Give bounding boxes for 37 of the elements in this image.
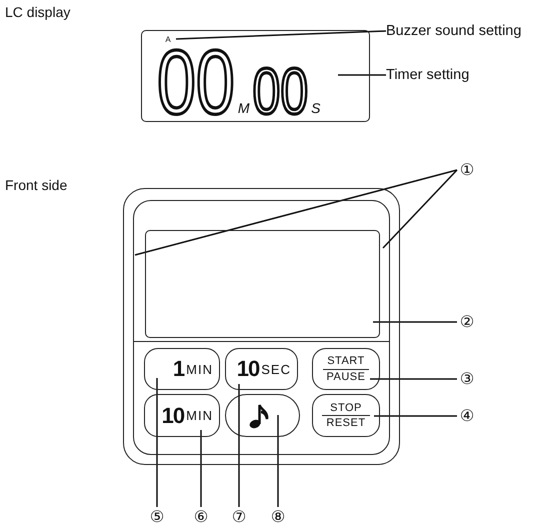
callout-number: ③ bbox=[457, 369, 477, 389]
callout-label: Buzzer sound setting bbox=[386, 22, 548, 40]
callout-number: ④ bbox=[457, 406, 477, 426]
lcd-screen bbox=[141, 30, 370, 122]
timer-button: 1MIN bbox=[144, 348, 220, 390]
callout-number: ① bbox=[457, 160, 477, 180]
leader-line bbox=[338, 74, 386, 76]
unit-letter: M bbox=[238, 101, 250, 115]
callout-number: ⑧ bbox=[268, 507, 288, 527]
digit-readout: 00 bbox=[252, 68, 308, 115]
leader-line bbox=[200, 430, 202, 507]
timer-body bbox=[123, 188, 400, 465]
leader-line bbox=[374, 415, 457, 417]
indicator-letter: A bbox=[163, 34, 173, 46]
control-button: START PAUSE bbox=[312, 348, 380, 390]
leader-line bbox=[238, 384, 240, 507]
unit-letter: S bbox=[311, 101, 321, 115]
timer-button: 10SEC bbox=[225, 348, 298, 390]
display-window bbox=[145, 230, 380, 338]
leader-line bbox=[373, 321, 457, 323]
leader-line bbox=[134, 169, 458, 256]
section-heading: LC display bbox=[5, 4, 70, 20]
callout-number: ⑦ bbox=[229, 507, 249, 527]
callout-number: ② bbox=[457, 312, 477, 332]
leader-line bbox=[156, 378, 158, 507]
section-heading: Front side bbox=[5, 177, 68, 193]
callout-label: Timer setting bbox=[386, 66, 486, 84]
buzzer-button bbox=[225, 394, 300, 437]
callout-number: ⑥ bbox=[191, 507, 211, 527]
callout-number: ⑤ bbox=[147, 507, 167, 527]
control-button: STOP RESET bbox=[312, 394, 380, 437]
leader-line bbox=[382, 169, 458, 249]
leader-line bbox=[370, 378, 457, 380]
leader-line bbox=[176, 30, 386, 40]
timer-button: 10MIN bbox=[144, 394, 220, 437]
leader-line bbox=[277, 415, 279, 507]
digit-readout: 00 bbox=[157, 50, 235, 115]
